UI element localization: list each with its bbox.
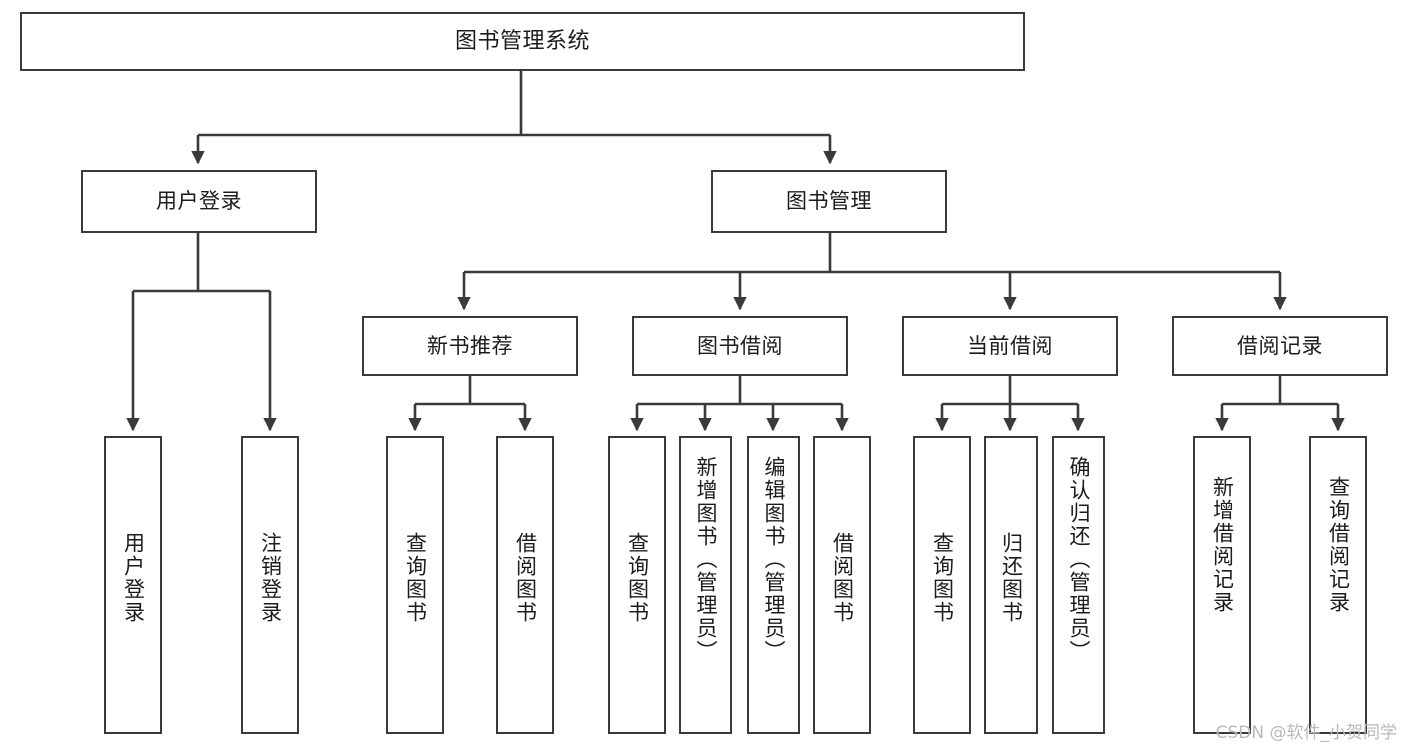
node-leaf-add-book-label: 新增图书（管理员） xyxy=(694,456,719,663)
node-user-login-label: 用户登录 xyxy=(156,189,242,214)
node-new-book-recommend-label: 新书推荐 xyxy=(427,333,513,358)
node-user-login[interactable]: 用户登录 xyxy=(81,170,317,233)
node-leaf-query-book-2-label: 查询图书 xyxy=(625,532,650,624)
node-leaf-borrow-book-2[interactable]: 借阅图书 xyxy=(813,436,871,734)
node-leaf-query-book-3[interactable]: 查询图书 xyxy=(913,436,971,734)
node-leaf-borrow-book-2-label: 借阅图书 xyxy=(830,532,855,624)
node-leaf-return-book-label: 归还图书 xyxy=(999,532,1024,624)
node-leaf-add-record[interactable]: 新增借阅记录 xyxy=(1193,436,1251,734)
node-leaf-edit-book[interactable]: 编辑图书（管理员） xyxy=(747,436,800,734)
node-leaf-query-record[interactable]: 查询借阅记录 xyxy=(1309,436,1367,734)
node-leaf-return-book[interactable]: 归还图书 xyxy=(984,436,1038,734)
node-leaf-user-login[interactable]: 用户登录 xyxy=(104,436,162,734)
node-root[interactable]: 图书管理系统 xyxy=(20,12,1025,71)
node-leaf-borrow-book-1-label: 借阅图书 xyxy=(513,532,538,624)
node-leaf-logout-login[interactable]: 注销登录 xyxy=(241,436,299,734)
node-leaf-query-record-label: 查询借阅记录 xyxy=(1326,476,1351,614)
node-leaf-edit-book-label: 编辑图书（管理员） xyxy=(762,456,787,663)
node-current-borrow-label: 当前借阅 xyxy=(967,333,1053,358)
node-leaf-query-book-1[interactable]: 查询图书 xyxy=(386,436,444,734)
node-leaf-query-book-1-label: 查询图书 xyxy=(403,532,428,624)
node-leaf-confirm-return-label: 确认归还（管理员） xyxy=(1067,456,1092,663)
node-borrow-record[interactable]: 借阅记录 xyxy=(1172,316,1388,376)
node-leaf-query-book-2[interactable]: 查询图书 xyxy=(608,436,666,734)
node-new-book-recommend[interactable]: 新书推荐 xyxy=(362,316,578,376)
node-book-management-label: 图书管理 xyxy=(786,189,872,214)
node-current-borrow[interactable]: 当前借阅 xyxy=(902,316,1118,376)
node-leaf-user-login-label: 用户登录 xyxy=(121,532,146,624)
node-leaf-add-record-label: 新增借阅记录 xyxy=(1210,476,1235,614)
node-book-borrow-label: 图书借阅 xyxy=(697,333,783,358)
node-leaf-borrow-book-1[interactable]: 借阅图书 xyxy=(496,436,554,734)
node-leaf-add-book[interactable]: 新增图书（管理员） xyxy=(679,436,732,734)
node-root-label: 图书管理系统 xyxy=(454,28,590,54)
node-leaf-confirm-return[interactable]: 确认归还（管理员） xyxy=(1052,436,1105,734)
node-leaf-query-book-3-label: 查询图书 xyxy=(930,532,955,624)
node-leaf-logout-login-label: 注销登录 xyxy=(258,532,283,624)
node-borrow-record-label: 借阅记录 xyxy=(1237,333,1323,358)
node-book-borrow[interactable]: 图书借阅 xyxy=(632,316,848,376)
node-book-management[interactable]: 图书管理 xyxy=(711,170,947,233)
